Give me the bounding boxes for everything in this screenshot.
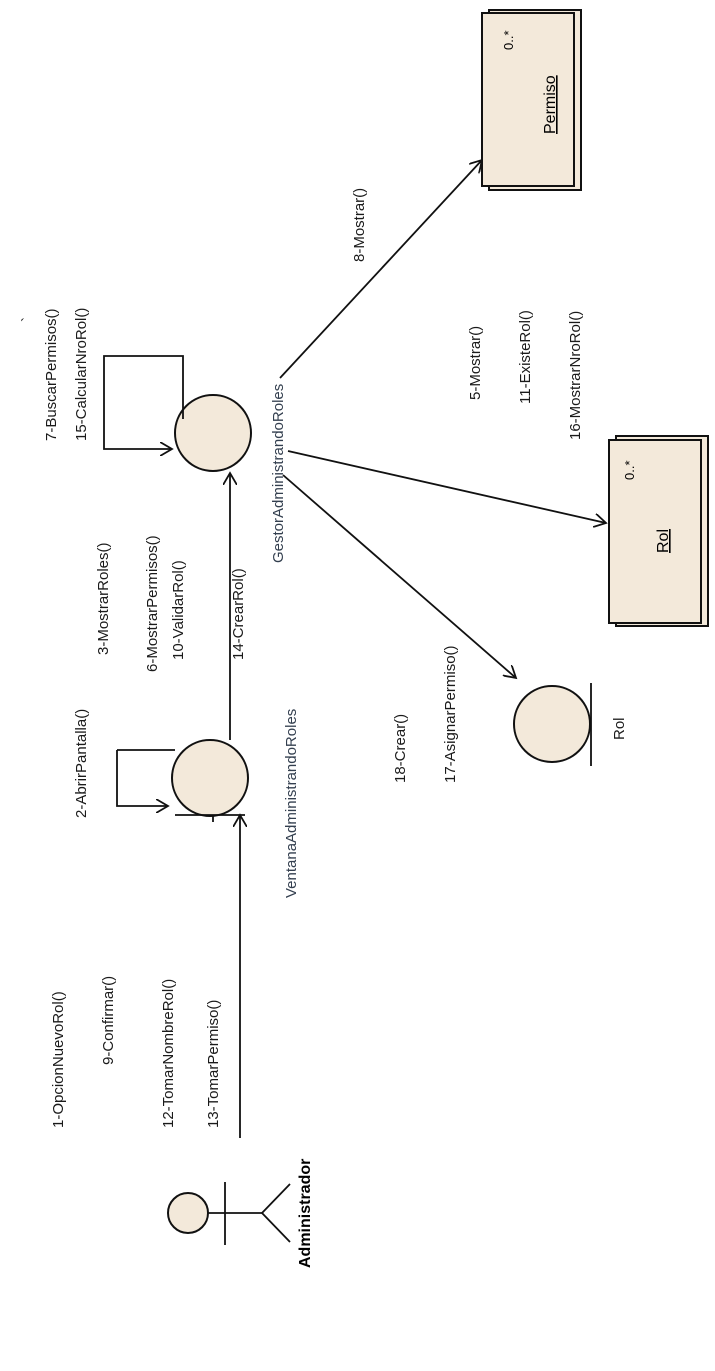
gestor-name: GestorAdministrandoRoles: [270, 384, 287, 563]
permiso-collection[interactable]: 0..* Permiso: [481, 9, 582, 191]
ventana-circle: [171, 739, 249, 817]
msg-8: 8-Mostrar(): [351, 188, 368, 262]
rol-entity-messages: 18-Crear() 17-AsignarPermiso(): [392, 645, 459, 783]
rol-entity[interactable]: [513, 683, 592, 766]
gestor-self-loop: [103, 355, 184, 449]
actor-name: Administrador: [297, 1159, 314, 1268]
msg-3: 3-MostrarRoles(): [95, 542, 112, 655]
msg-5: 5-Mostrar(): [467, 326, 484, 400]
ventana-incoming-messages: 1-OpcionNuevoRol() 9-Confirmar() 12-Toma…: [50, 976, 222, 1128]
permiso-box-front: [481, 12, 575, 187]
rol-collection[interactable]: 0..* Rol: [608, 435, 709, 627]
rol-entity-circle: [513, 685, 591, 763]
msg-11: 11-ExisteRol(): [517, 310, 534, 404]
link-gestor-rol-collection: [287, 450, 606, 523]
msg-9: 9-Confirmar(): [100, 976, 117, 1065]
gestor-circle: [174, 394, 252, 472]
gestor-object[interactable]: [174, 394, 252, 472]
msg-17: 17-AsignarPermiso(): [442, 645, 459, 783]
rol-collection-messages: 5-Mostrar() 11-ExisteRol() 16-MostrarNro…: [467, 310, 584, 440]
rol-collection-name: Rol: [655, 529, 672, 553]
msg-15: 15-CalcularNroRol(): [73, 308, 90, 441]
permiso-name: Permiso: [542, 75, 559, 134]
ventana-object[interactable]: [171, 739, 249, 822]
ventana-name: VentanaAdministrandoRoles: [283, 709, 300, 898]
msg-2: 2-AbrirPantalla(): [73, 709, 90, 818]
rol-collection-multiplicity: 0..*: [622, 460, 637, 480]
actor-leg-right: [261, 1212, 291, 1243]
msg-18: 18-Crear(): [392, 714, 409, 783]
gestor-incoming-messages: 3-MostrarRoles() 6-MostrarPermisos() 10-…: [95, 535, 247, 672]
msg-12: 12-TomarNombreRol(): [160, 979, 177, 1128]
msg-1: 1-OpcionNuevoRol(): [50, 991, 67, 1128]
msg-14: 14-CrearRol(): [230, 568, 247, 660]
actor-administrador[interactable]: [167, 1182, 291, 1245]
rol-box-front: [608, 439, 702, 624]
permiso-multiplicity: 0..*: [501, 30, 516, 50]
link-gestor-permiso: [279, 160, 482, 379]
msg-13: 13-TomarPermiso(): [205, 1000, 222, 1128]
msg-6: 6-MostrarPermisos(): [144, 535, 161, 672]
stray-mark: `: [19, 317, 36, 322]
msg-10: 10-ValidarRol(): [170, 560, 187, 660]
msg-16: 16-MostrarNroRol(): [567, 311, 584, 440]
ventana-self-loop: [116, 750, 168, 806]
actor-leg-left: [261, 1183, 291, 1214]
msg-7: 7-BuscarPermisos(): [43, 308, 60, 441]
actor-head: [167, 1192, 209, 1234]
link-gestor-rol-entity: [282, 474, 516, 678]
rol-entity-name: Rol: [611, 717, 628, 740]
